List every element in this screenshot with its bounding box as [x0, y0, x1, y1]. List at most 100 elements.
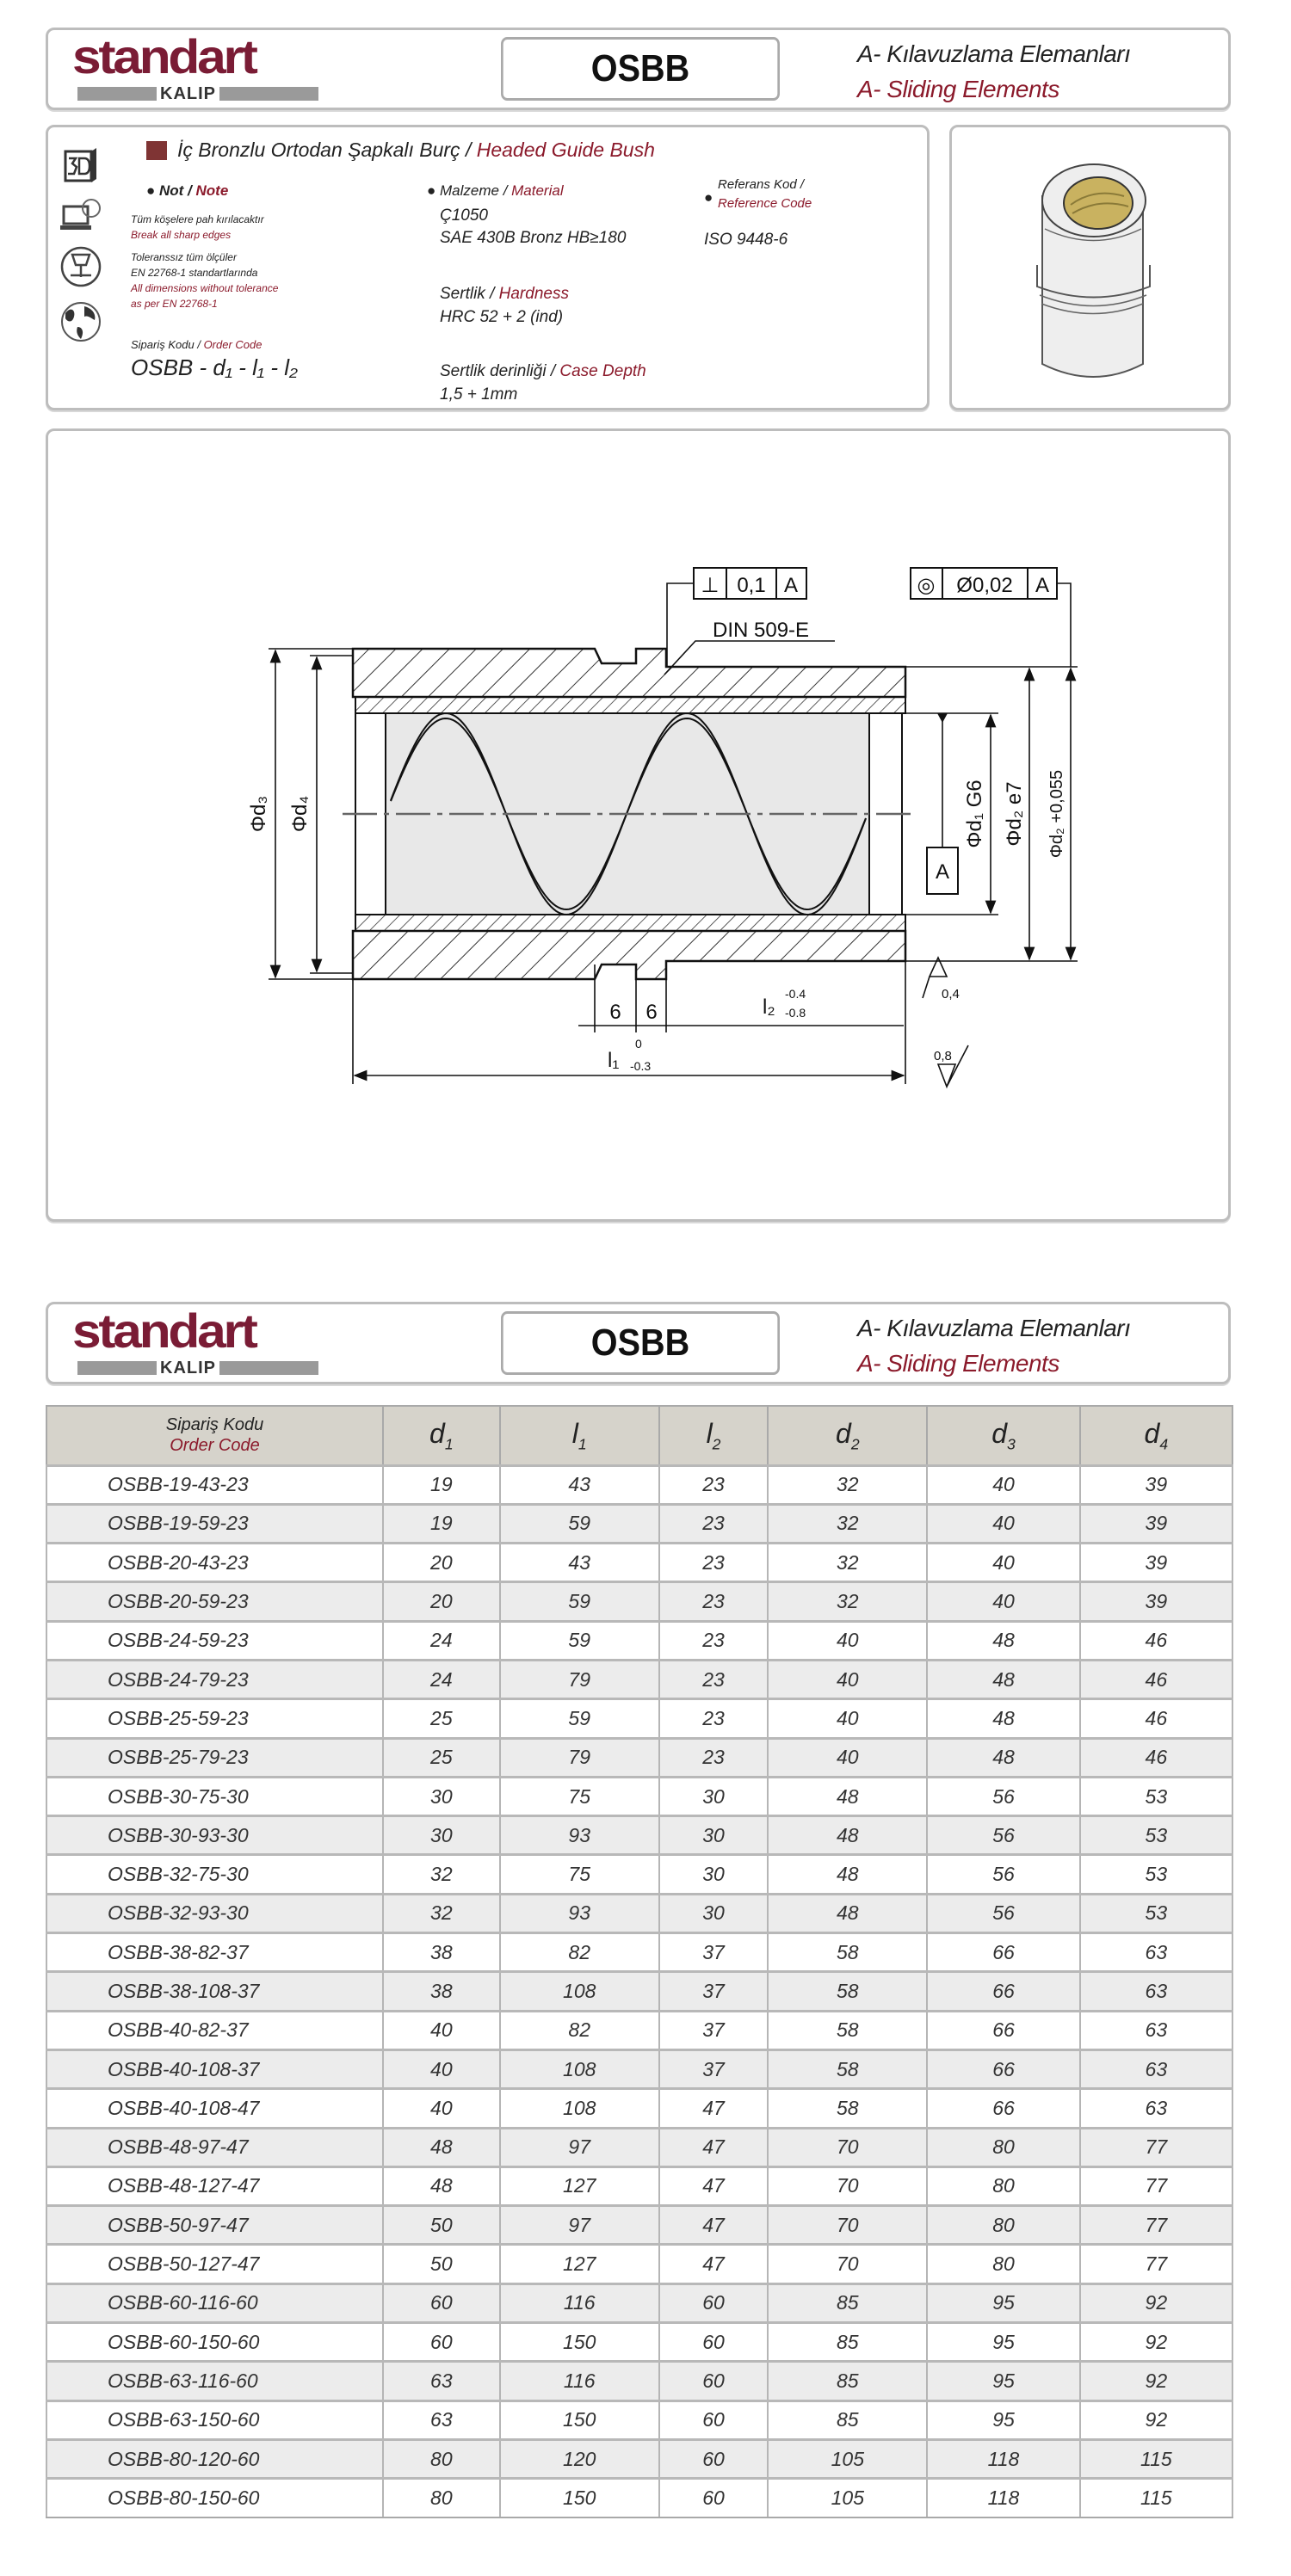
- cell-value: 108: [498, 2048, 660, 2090]
- cell-value: 79: [498, 1658, 660, 1700]
- datum-triangle: [937, 713, 948, 723]
- l1-upper-tol: 0: [635, 1037, 642, 1051]
- cell-value: 40: [926, 1542, 1081, 1583]
- ref-bullet: ●: [704, 189, 713, 206]
- globe-icon[interactable]: [59, 301, 103, 342]
- cell-value: 23: [658, 1464, 769, 1506]
- cell-value: 48: [767, 1775, 929, 1817]
- cell-value: 66: [926, 1932, 1081, 1973]
- 3d-model-icon[interactable]: [59, 145, 103, 186]
- tolerance-icon[interactable]: [59, 246, 103, 287]
- cell-value: 48: [767, 1853, 929, 1895]
- cell-value: 19: [382, 1464, 501, 1506]
- cell-value: 30: [658, 1892, 769, 1934]
- cell-value: 105: [767, 2477, 929, 2519]
- cell-value: 53: [1078, 1815, 1234, 1856]
- bush-3d-image: [1036, 163, 1151, 378]
- cell-value: 70: [767, 2126, 929, 2168]
- cell-value: 39: [1078, 1542, 1234, 1583]
- cell-value: 77: [1078, 2126, 1234, 2168]
- cell-value: 37: [658, 1932, 769, 1973]
- case-depth-heading: Sertlik derinliği / Case Depth: [440, 362, 646, 380]
- cell-value: 23: [658, 1581, 769, 1623]
- hardness-heading: Sertlik / Hardness: [440, 285, 569, 303]
- note-heading: ● Not / Note: [146, 182, 229, 199]
- cell-value: 66: [926, 2009, 1081, 2051]
- cell-value: 53: [1078, 1892, 1234, 1934]
- cell-value: 48: [382, 2165, 501, 2207]
- d3-label: Φd₃: [247, 796, 270, 832]
- cell-value: 30: [658, 1775, 769, 1817]
- cell-value: 30: [382, 1775, 501, 1817]
- cell-value: 118: [926, 2437, 1081, 2480]
- cell-value: 60: [382, 2282, 501, 2324]
- drawing-annotations: ⊥ 0,1 A ◎ Ø0,02 A DIN 509-E A Φd₃ Φd₄ Φd…: [247, 574, 1066, 1073]
- cell-value: 46: [1078, 1736, 1234, 1778]
- hardness-value: HRC 52 + 2 (ind): [440, 308, 564, 326]
- cell-value: 39: [1078, 1581, 1234, 1623]
- cell-value: 63: [1078, 2048, 1234, 2090]
- cell-value: 32: [767, 1464, 929, 1506]
- cell-value: 93: [498, 1815, 660, 1856]
- cell-value: 97: [498, 2126, 660, 2168]
- product-title: İç Bronzlu Ortodan Şapkalı Burç / Headed…: [177, 139, 655, 161]
- cell-value: 127: [498, 2165, 660, 2207]
- cell-value: 80: [382, 2477, 501, 2519]
- cell-value: 80: [926, 2126, 1081, 2168]
- case-depth-value: 1,5 + 1mm: [440, 385, 518, 404]
- cell-value: 95: [926, 2399, 1081, 2441]
- cad-download-icon[interactable]: [59, 194, 103, 236]
- cell-value: 48: [926, 1698, 1081, 1740]
- cell-value: 59: [498, 1581, 660, 1623]
- cell-value: 63: [1078, 1932, 1234, 1973]
- cell-value: 46: [1078, 1698, 1234, 1740]
- l2-lower-tol: -0.8: [785, 1006, 806, 1020]
- cell-order-code: OSBB-80-150-60: [46, 2477, 384, 2519]
- cell-order-code: OSBB-63-150-60: [46, 2399, 384, 2441]
- cell-value: 53: [1078, 1853, 1234, 1895]
- cell-value: 58: [767, 2087, 929, 2129]
- column-l2: l2: [658, 1405, 769, 1466]
- cell-order-code: OSBB-19-59-23: [46, 1502, 384, 1544]
- cell-value: 24: [382, 1619, 501, 1661]
- cell-order-code: OSBB-24-79-23: [46, 1658, 384, 1700]
- cell-value: 40: [767, 1736, 929, 1778]
- cell-value: 108: [498, 2087, 660, 2129]
- l1-lower-tol: -0.3: [630, 1059, 651, 1073]
- cell-value: 77: [1078, 2243, 1234, 2285]
- dim-6-right: 6: [646, 1001, 657, 1024]
- cell-value: 30: [382, 1815, 501, 1856]
- cell-value: 105: [767, 2437, 929, 2480]
- cell-value: 48: [382, 2126, 501, 2168]
- column-d1: d1: [382, 1405, 501, 1466]
- cell-value: 59: [498, 1698, 660, 1740]
- cell-value: 75: [498, 1853, 660, 1895]
- cell-value: 30: [658, 1815, 769, 1856]
- cell-order-code: OSBB-50-97-47: [46, 2204, 384, 2246]
- cell-value: 32: [382, 1853, 501, 1895]
- cell-value: 47: [658, 2087, 769, 2129]
- standart-kalip-logo: standart KALIP: [72, 1307, 324, 1378]
- cell-value: 115: [1078, 2477, 1234, 2519]
- reference-value: ISO 9448-6: [704, 231, 788, 249]
- product-image-panel: [949, 125, 1231, 410]
- cell-value: 92: [1078, 2399, 1234, 2441]
- cell-order-code: OSBB-60-150-60: [46, 2321, 384, 2363]
- cell-value: 60: [658, 2282, 769, 2324]
- cell-order-code: OSBB-40-82-37: [46, 2009, 384, 2051]
- cell-value: 20: [382, 1542, 501, 1583]
- cell-value: 80: [926, 2204, 1081, 2246]
- lubrication-groove-inner: [390, 717, 867, 911]
- cell-value: 95: [926, 2360, 1081, 2402]
- cell-value: 40: [382, 2087, 501, 2129]
- cell-value: 53: [1078, 1775, 1234, 1817]
- cell-order-code: OSBB-60-116-60: [46, 2282, 384, 2324]
- cell-value: 48: [767, 1892, 929, 1934]
- cell-value: 30: [658, 1853, 769, 1895]
